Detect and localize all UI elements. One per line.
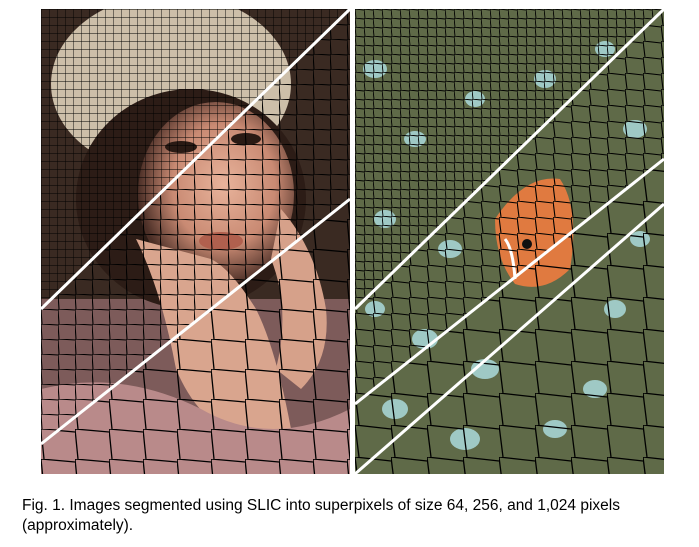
portrait-superpixel-image <box>41 9 350 474</box>
clownfish-superpixel-image <box>355 9 664 474</box>
portrait-svg <box>41 9 350 474</box>
figure-caption: Fig. 1. Images segmented using SLIC into… <box>22 497 620 534</box>
clownfish-svg <box>355 9 664 474</box>
